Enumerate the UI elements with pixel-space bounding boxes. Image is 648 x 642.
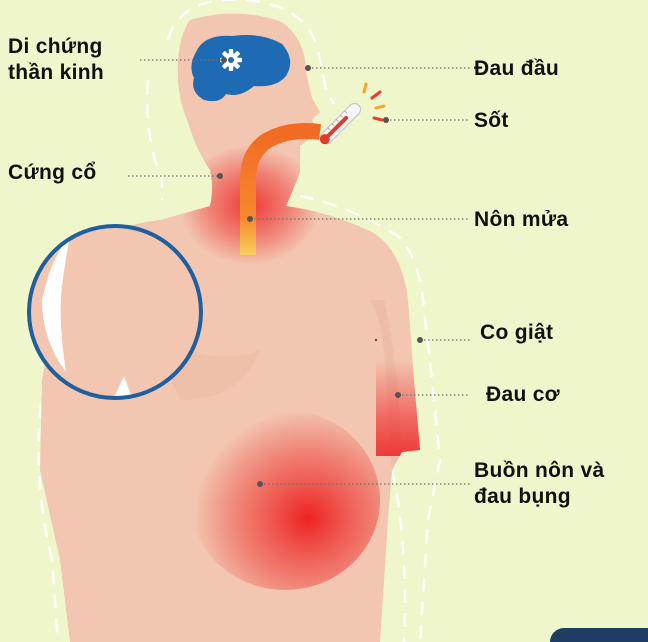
label-neurological-sequelae: Di chứng thần kinh — [8, 34, 104, 86]
stomach-inflammation — [190, 410, 380, 590]
thermometer-icon — [317, 101, 363, 147]
label-vomiting: Nôn mửa — [474, 207, 568, 233]
label-nausea-abdominal-pain: Buồn nôn và đau bụng — [474, 458, 604, 510]
label-nausea-line1: Buồn nôn và — [474, 458, 604, 484]
corner-tab — [550, 628, 648, 642]
label-neurological-line2: thần kinh — [8, 60, 104, 86]
label-neurological-line1: Di chứng — [8, 34, 104, 60]
arm-inflammation — [376, 360, 426, 456]
heat-rays-icon — [364, 84, 384, 120]
label-seizures: Co giật — [480, 320, 553, 346]
label-nausea-line2: đau bụng — [474, 484, 604, 510]
label-muscle-pain: Đau cơ — [486, 382, 560, 408]
label-fever: Sốt — [474, 108, 509, 134]
label-stiff-neck: Cứng cổ — [8, 160, 96, 186]
magnifier-circle — [29, 226, 201, 398]
label-headache: Đau đầu — [474, 56, 559, 82]
